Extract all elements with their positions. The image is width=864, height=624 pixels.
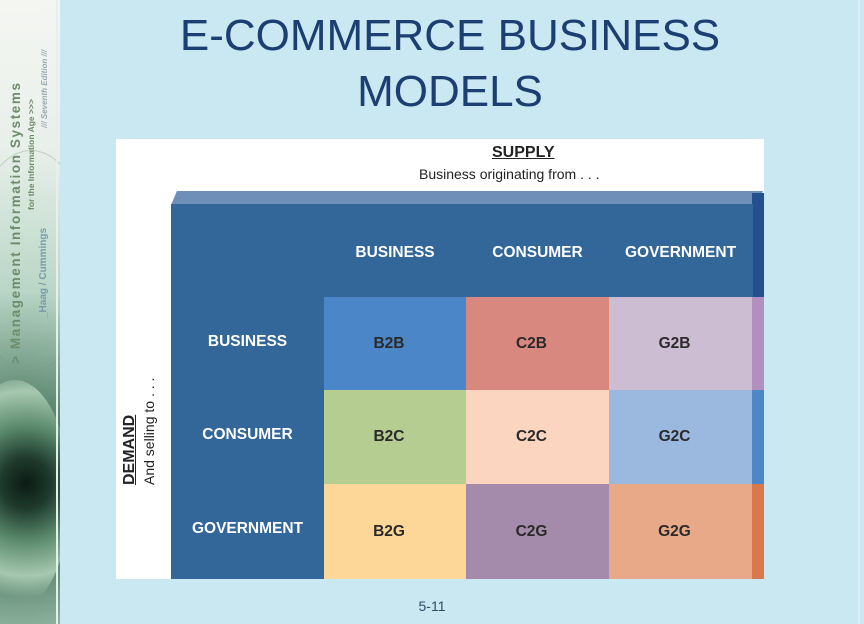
sidebar-authors: _Haag / Cummings <box>38 227 49 318</box>
cell-label-b2b: B2B <box>373 334 405 352</box>
cell-b2c: B2C <box>324 390 466 484</box>
sidebar-main-text: > Management Information Systems <box>8 81 23 364</box>
supply-title: SUPPLY <box>492 144 555 161</box>
demand-subtitle: And selling to . . . <box>141 377 157 485</box>
row-side-bevel-consumer <box>752 390 764 484</box>
column-header-business: BUSINESS <box>355 244 435 261</box>
page-number: 5-11 <box>418 598 446 614</box>
sidebar-edition: /// Seventh Edition /// <box>40 49 49 128</box>
wireframe-graphic <box>0 150 60 372</box>
eye-graphic <box>0 380 60 610</box>
cell-c2c: C2C <box>466 390 609 484</box>
cell-label-c2b: C2B <box>515 334 547 352</box>
cell-b2g: B2G <box>324 484 466 579</box>
cell-label-g2g: G2G <box>658 522 691 540</box>
slide-title-line1: E-COMMERCE BUSINESS <box>179 11 721 60</box>
cell-b2b: B2B <box>324 297 466 390</box>
cell-label-b2c: B2C <box>373 428 405 445</box>
demand-label: DEMAND And selling to . . . <box>120 378 158 485</box>
cell-g2g: G2G <box>609 484 752 579</box>
row-header-government: GOVERNMENT <box>191 520 304 537</box>
slide-title-line2: MODELS <box>357 67 543 116</box>
cell-c2g: C2G <box>466 484 609 579</box>
demand-title: DEMAND <box>121 414 138 485</box>
cell-label-c2g: C2G <box>515 522 548 540</box>
supply-subtitle: Business originating from . . . <box>419 166 600 182</box>
matrix-top-bevel <box>171 191 763 205</box>
cell-label-g2b: G2B <box>658 334 691 352</box>
sidebar-sub-text: for the Information Age >>> <box>26 99 36 210</box>
right-edge-line <box>858 0 860 624</box>
cell-c2b: C2B <box>466 297 609 390</box>
cell-g2c: G2C <box>609 390 752 484</box>
column-header-consumer: CONSUMER <box>492 244 583 261</box>
row-side-bevel-government <box>752 484 764 579</box>
column-header-government: GOVERNMENT <box>624 244 737 261</box>
sidebar-divider <box>56 0 58 624</box>
cell-g2b: G2B <box>609 297 752 390</box>
cell-label-b2g: B2G <box>373 522 405 540</box>
row-side-bevel-business <box>752 297 764 390</box>
cell-label-c2c: C2C <box>515 428 547 445</box>
slide-title: E-COMMERCE BUSINESS MODELS <box>100 8 800 120</box>
row-header-business: BUSINESS <box>207 333 288 350</box>
sidebar-branding: > Management Information Systems for the… <box>0 0 60 624</box>
row-header-consumer: CONSUMER <box>202 426 293 443</box>
cell-label-g2c: G2C <box>658 428 691 445</box>
